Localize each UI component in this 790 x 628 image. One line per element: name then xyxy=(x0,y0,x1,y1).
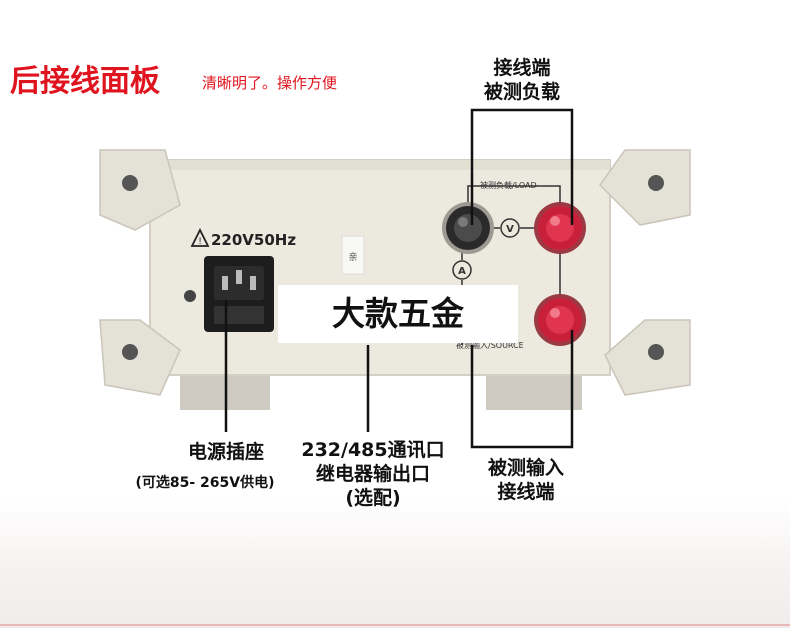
load-label: 被测负载/LOAD xyxy=(480,180,537,190)
load-terminal-black xyxy=(442,202,494,254)
panel-sticker xyxy=(341,235,365,275)
callout-power-note: (可选85- 265V供电) xyxy=(135,475,275,491)
bracket-bottom-left xyxy=(99,319,181,396)
page-title: 后接线面板 xyxy=(10,64,160,99)
callout-load-terminal: 接线端 被测负载 xyxy=(483,57,560,103)
warning-icon xyxy=(190,227,210,247)
bracket-bottom-right xyxy=(604,319,691,396)
ammeter-icon xyxy=(452,260,472,280)
watermark: 大款五金 xyxy=(278,285,518,343)
bracket-top-left xyxy=(99,149,181,231)
callout-comm-port: 232/485通讯口 继电器输出口 (选配) xyxy=(301,439,445,509)
bottom-divider xyxy=(0,624,790,626)
callout-line-source xyxy=(470,330,574,449)
callout-line-load xyxy=(470,108,574,225)
screw-left xyxy=(184,290,196,302)
svg-text:V: V xyxy=(506,224,514,235)
svg-text:!: ! xyxy=(198,237,202,247)
svg-text:亲: 亲 xyxy=(348,251,357,263)
bracket-top-right xyxy=(599,149,691,226)
background-band xyxy=(0,500,790,628)
page-subtitle: 清晰明了。操作方便 xyxy=(202,74,338,92)
load-terminal-red xyxy=(534,202,586,254)
source-label: 被测输入/SOURCE xyxy=(456,340,524,350)
voltmeter-icon xyxy=(500,218,520,238)
callout-power-socket: 电源插座 xyxy=(187,441,264,463)
voltage-marking: 220V50Hz xyxy=(211,231,296,249)
svg-text:A: A xyxy=(458,266,466,277)
source-terminal-red xyxy=(534,294,586,346)
callout-source-terminal: 被测输入 接线端 xyxy=(487,457,564,503)
